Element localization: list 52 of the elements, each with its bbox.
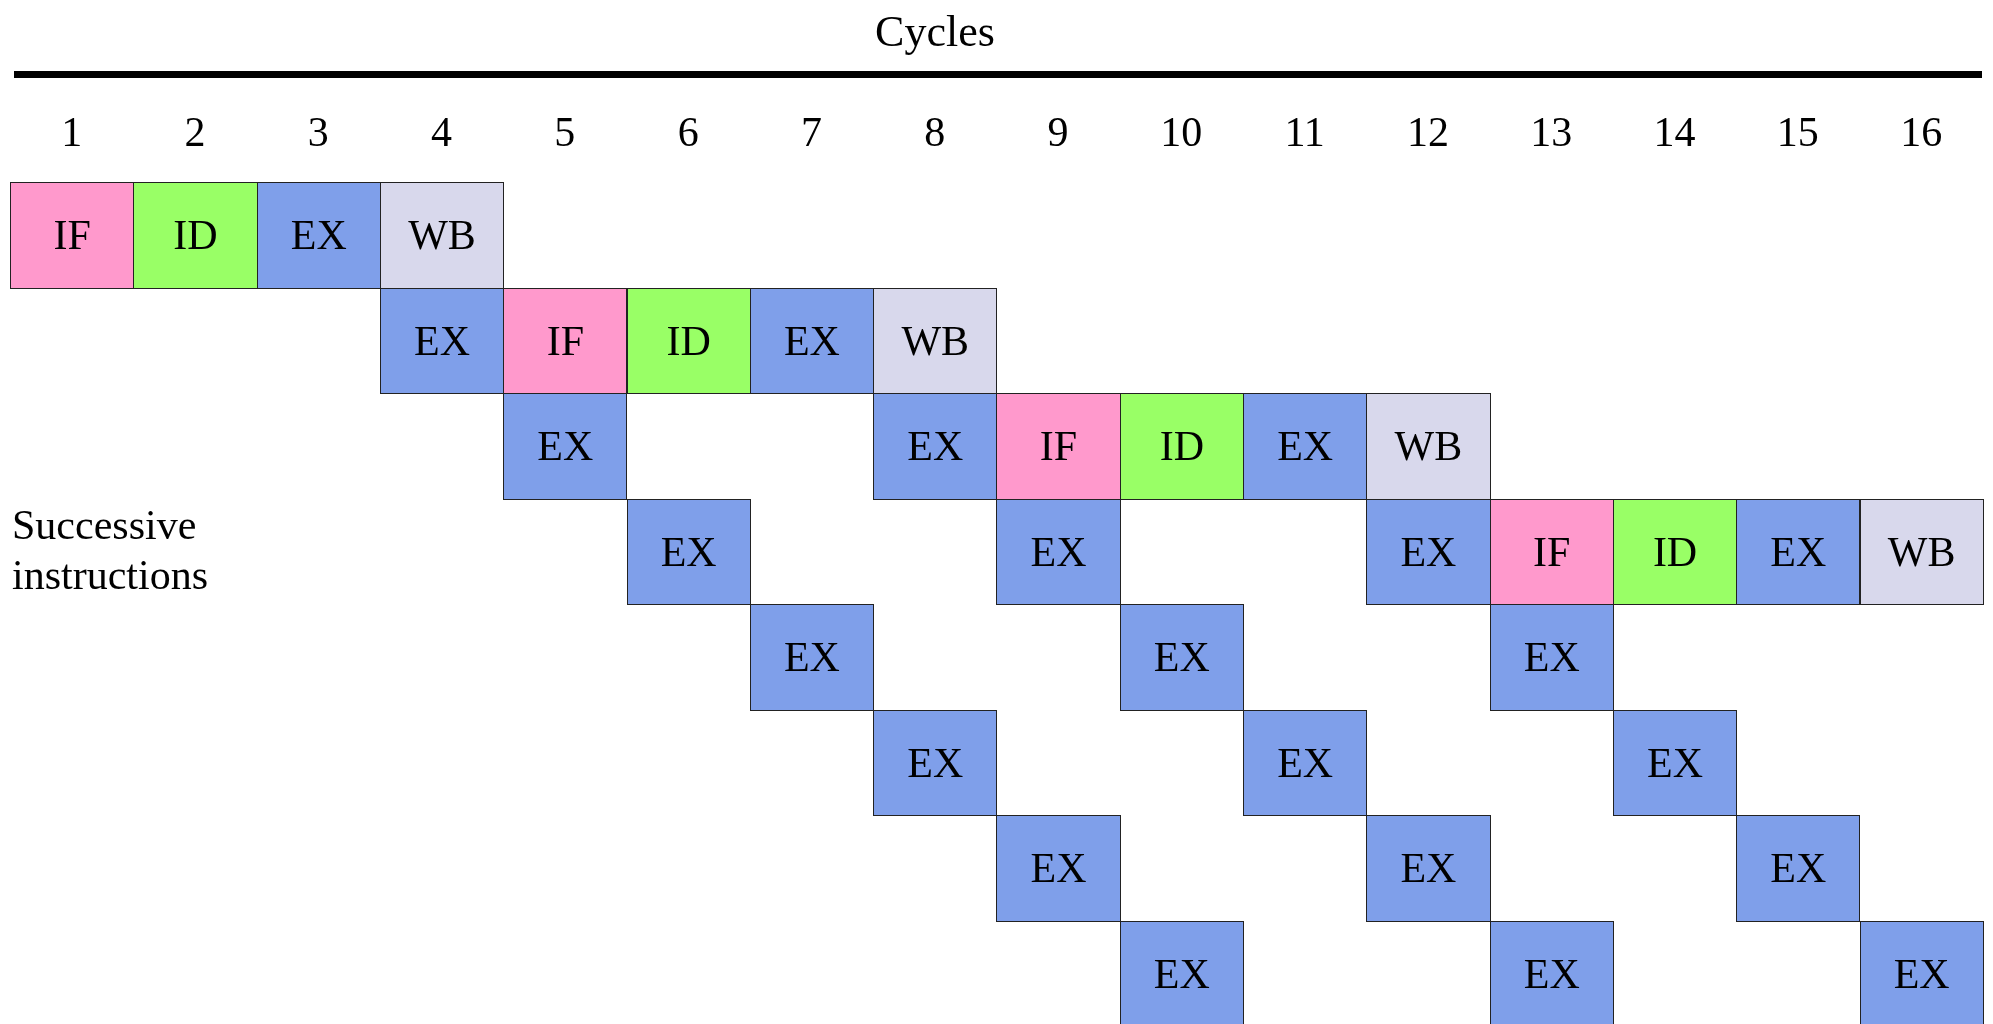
decode-stage-cell: ID — [133, 182, 258, 289]
execute-stage-cell: EX — [873, 709, 998, 816]
execute-stage-cell: EX — [1366, 498, 1491, 605]
cycle-number: 8 — [923, 108, 947, 156]
fetch-stage-cell: IF — [1489, 498, 1614, 605]
decode-stage-cell: ID — [1612, 498, 1738, 605]
execute-stage-cell: EX — [1859, 920, 1984, 1024]
execute-stage-cell: EX — [1243, 709, 1368, 816]
fetch-stage-cell: IF — [10, 182, 135, 289]
cycle-number: 6 — [676, 108, 700, 156]
decode-stage-cell: ID — [626, 287, 751, 394]
execute-stage-cell: EX — [1119, 920, 1244, 1024]
execute-stage-cell: EX — [1243, 393, 1368, 500]
cycle-number: 3 — [306, 108, 330, 156]
execute-stage-cell: EX — [873, 393, 998, 500]
execute-stage-cell: EX — [256, 182, 381, 289]
cycle-number: 4 — [430, 108, 454, 156]
cycle-number: 5 — [553, 108, 577, 156]
execute-stage-cell: EX — [379, 287, 505, 394]
writeback-stage-cell: WB — [873, 287, 998, 394]
fetch-stage-cell: IF — [996, 393, 1121, 500]
cycle-number: 16 — [1899, 108, 1944, 156]
execute-stage-cell: EX — [1489, 604, 1614, 711]
execute-stage-cell: EX — [749, 604, 875, 711]
cycle-number: 13 — [1529, 108, 1574, 156]
writeback-stage-cell: WB — [379, 182, 505, 289]
cycle-number: 14 — [1652, 108, 1697, 156]
cycle-number: 12 — [1405, 108, 1450, 156]
cycle-number: 2 — [183, 108, 207, 156]
cycle-number: 9 — [1046, 108, 1070, 156]
fetch-stage-cell: IF — [503, 287, 628, 394]
execute-stage-cell: EX — [1489, 920, 1614, 1024]
cycle-number: 10 — [1159, 108, 1204, 156]
cycle-number: 11 — [1283, 108, 1326, 156]
execute-stage-cell: EX — [1119, 604, 1244, 711]
execute-stage-cell: EX — [749, 287, 875, 394]
execute-stage-cell: EX — [1366, 815, 1491, 922]
cycle-number: 1 — [60, 108, 84, 156]
execute-stage-cell: EX — [1612, 709, 1738, 816]
writeback-stage-cell: WB — [1366, 393, 1491, 500]
execute-stage-cell: EX — [626, 498, 751, 605]
decode-stage-cell: ID — [1119, 393, 1244, 500]
execute-stage-cell: EX — [996, 498, 1121, 605]
cycle-number: 7 — [799, 108, 823, 156]
execute-stage-cell: EX — [503, 393, 628, 500]
cycle-number: 15 — [1775, 108, 1820, 156]
axis-title: Cycles — [874, 6, 996, 57]
execute-stage-cell: EX — [1736, 815, 1861, 922]
axis-label: Successive instructions — [12, 501, 209, 601]
execute-stage-cell: EX — [996, 815, 1121, 922]
execute-stage-cell: EX — [1736, 498, 1861, 605]
writeback-stage-cell: WB — [1859, 498, 1984, 605]
